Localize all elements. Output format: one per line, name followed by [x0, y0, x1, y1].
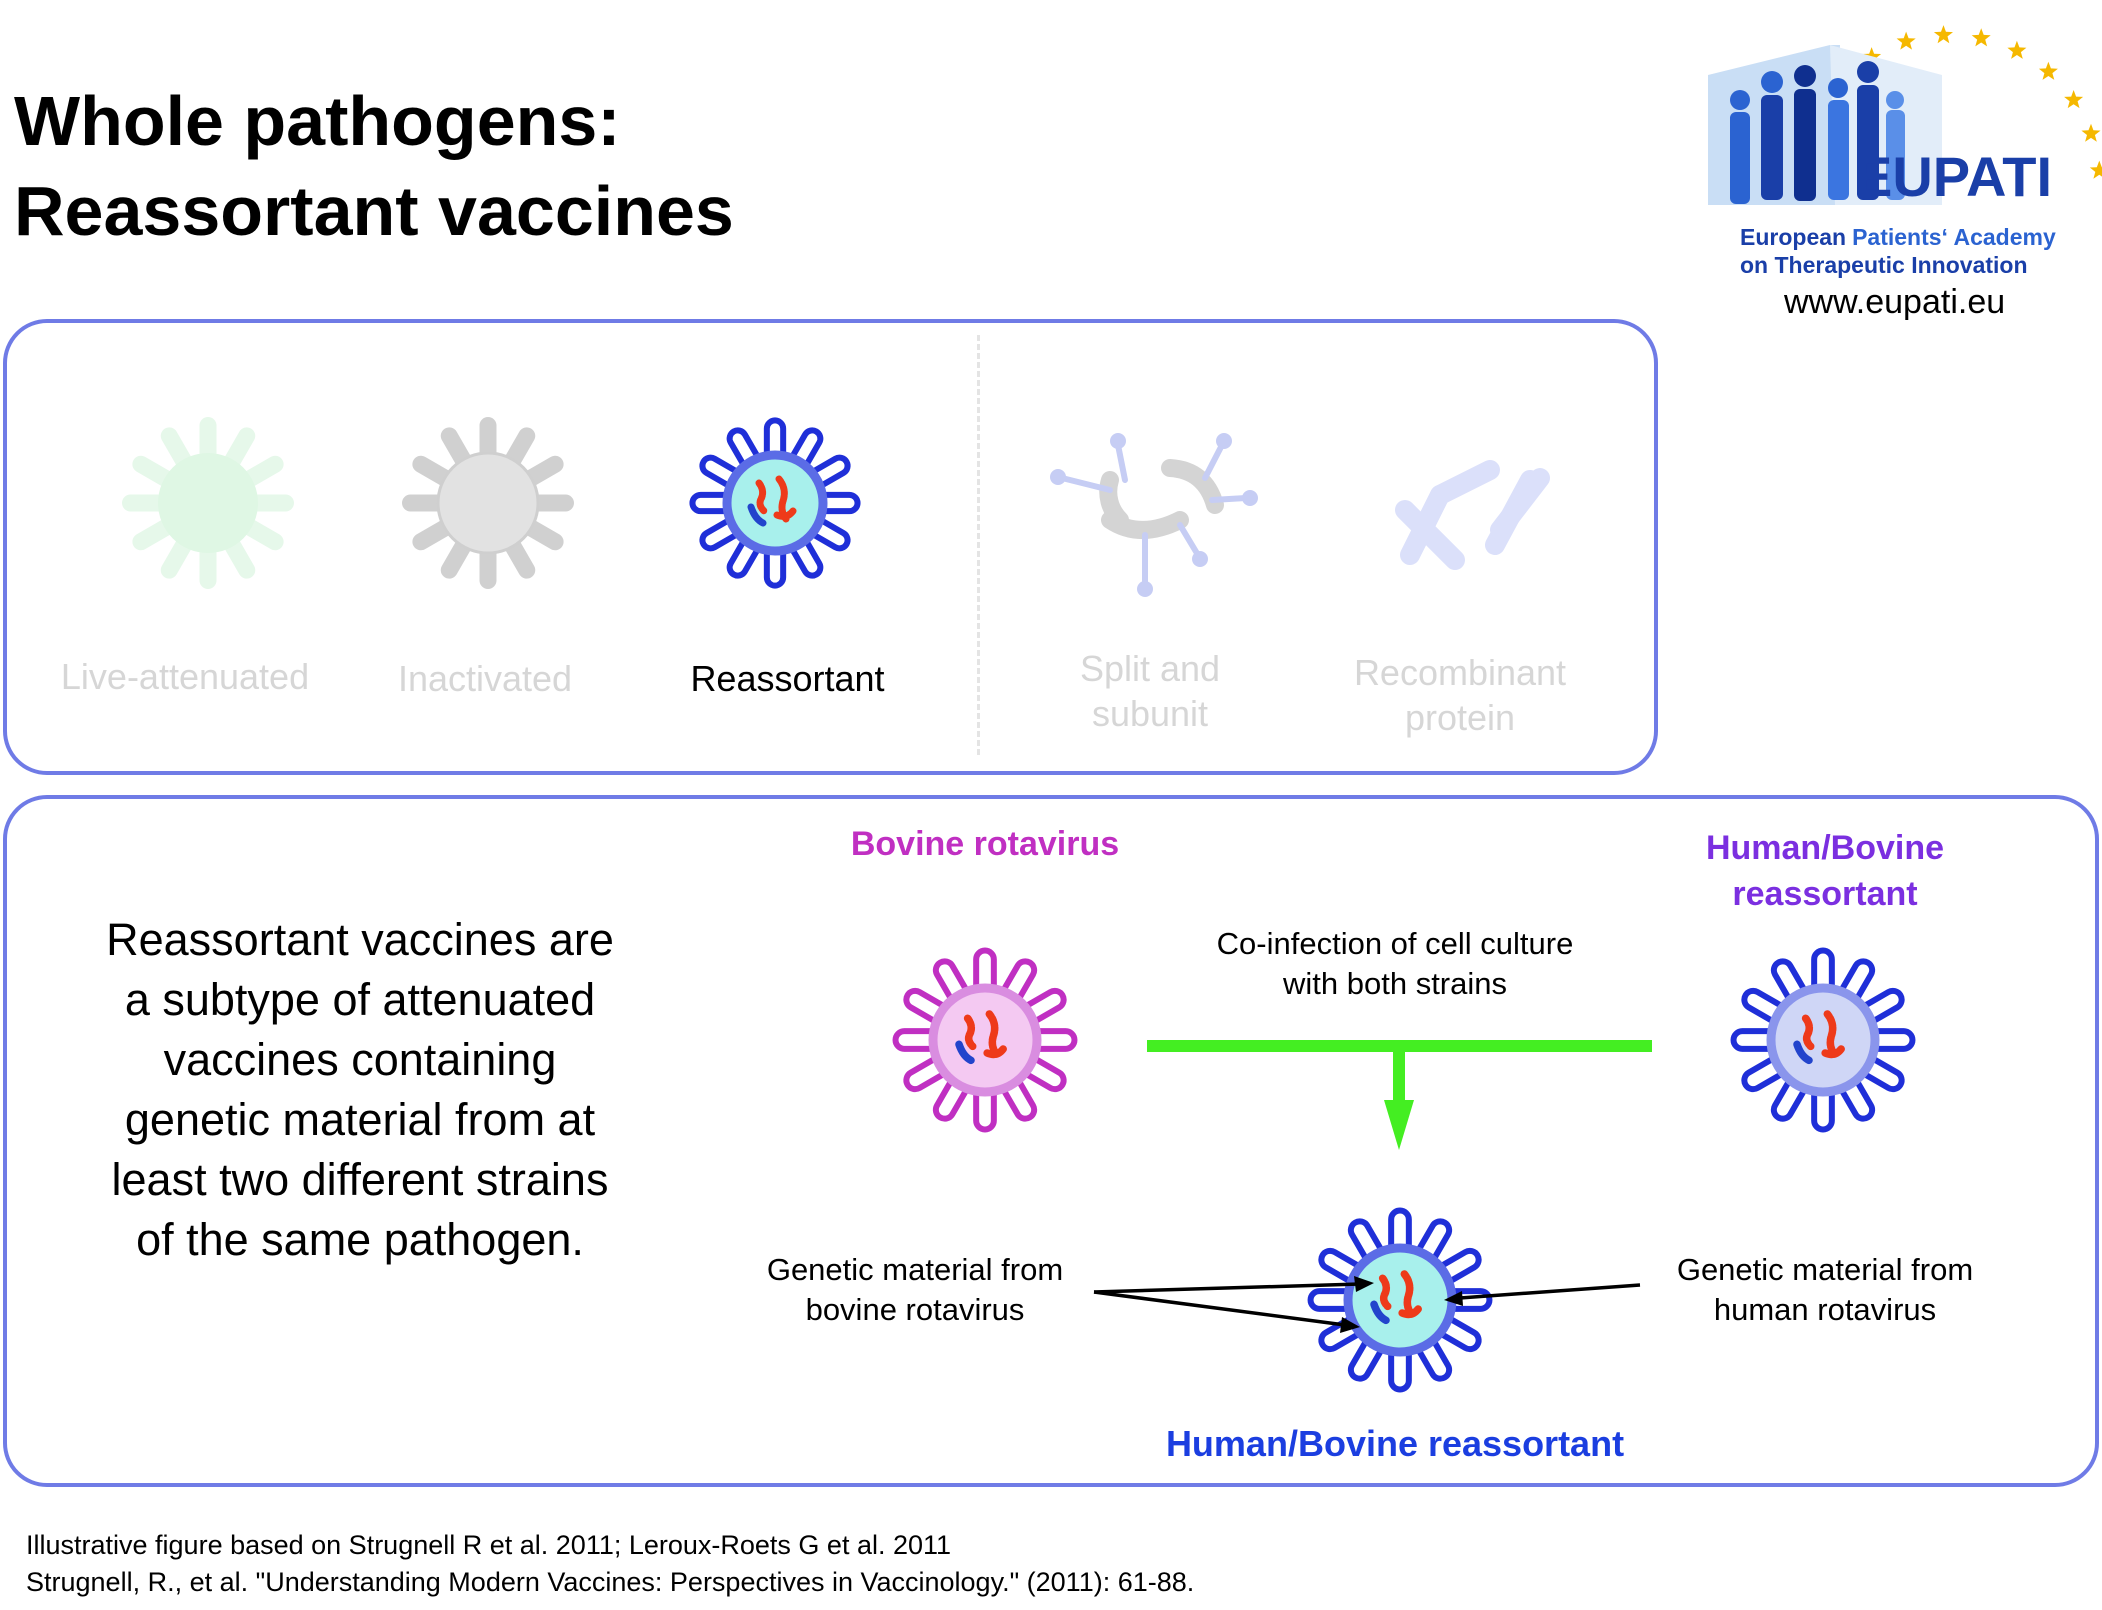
- genetic-material-bovine-label: Genetic material from bovine rotavirus: [766, 1252, 1064, 1327]
- star-icon: [1896, 31, 1916, 50]
- virus-icon-bovine-rotavirus: [892, 947, 1078, 1133]
- genetic-material-arrows: [1093, 1276, 1641, 1333]
- star-icon: [2064, 90, 2084, 109]
- virus-icon-reassortant: [689, 417, 861, 589]
- coinfection-arrow-icon: [1147, 1040, 1652, 1150]
- title-line-2: Reassortant vaccines: [14, 172, 734, 250]
- virus-icon-human-bovine-reassortant: [1307, 1207, 1493, 1393]
- reassortant-explanation-panel: [3, 795, 2099, 1487]
- human-bovine-strain-label: Human/Bovine reassortant: [1705, 829, 1945, 913]
- logo-tagline-2: on Therapeutic Innovation: [1740, 252, 2028, 278]
- genetic-material-human-label: Genetic material from human rotavirus: [1676, 1252, 1974, 1327]
- virus-icon-live-attenuated: [122, 417, 294, 589]
- vaccine-types-panel: [3, 319, 1658, 775]
- virus-icon-human-bovine-strain: [1730, 947, 1916, 1133]
- star-icon: [2089, 160, 2102, 179]
- logo-name: EUPATI: [1855, 145, 2052, 208]
- star-icon: [2007, 40, 2027, 59]
- footnote-1: Illustrative figure based on Strugnell R…: [26, 1530, 952, 1560]
- people-icon: [1730, 61, 1905, 204]
- star-icon: [1971, 28, 1991, 47]
- virus-icon-inactivated: [402, 417, 574, 589]
- coinfection-label: Co-infection of cell culture with both s…: [1216, 926, 1574, 1001]
- recombinant-protein-icon: [1395, 460, 1550, 570]
- type-label-split-subunit: Split and subunit: [1079, 648, 1221, 734]
- type-label-reassortant: Reassortant: [690, 658, 885, 699]
- type-label-inactivated: Inactivated: [397, 658, 573, 699]
- page-title: Whole pathogens: Reassortant vaccines: [14, 76, 1114, 256]
- type-label-live-attenuated: Live-attenuated: [60, 656, 310, 697]
- star-icon: [2081, 123, 2101, 142]
- description-text: Reassortant vaccines are a subtype of at…: [106, 914, 614, 1265]
- type-label-recombinant-protein: Recombinant protein: [1353, 652, 1567, 738]
- title-line-1: Whole pathogens:: [14, 82, 621, 160]
- split-subunit-icon: [1050, 433, 1258, 597]
- panel-divider: [977, 335, 980, 755]
- bovine-rotavirus-label: Bovine rotavirus: [850, 825, 1120, 863]
- result-reassortant-label: Human/Bovine reassortant: [1165, 1423, 1625, 1464]
- star-icon: [2038, 61, 2058, 80]
- star-icon: [1933, 25, 1953, 44]
- footnote-2: Strugnell, R., et al. "Understanding Mod…: [26, 1567, 1195, 1597]
- logo-url: www.eupati.eu: [1784, 283, 2006, 321]
